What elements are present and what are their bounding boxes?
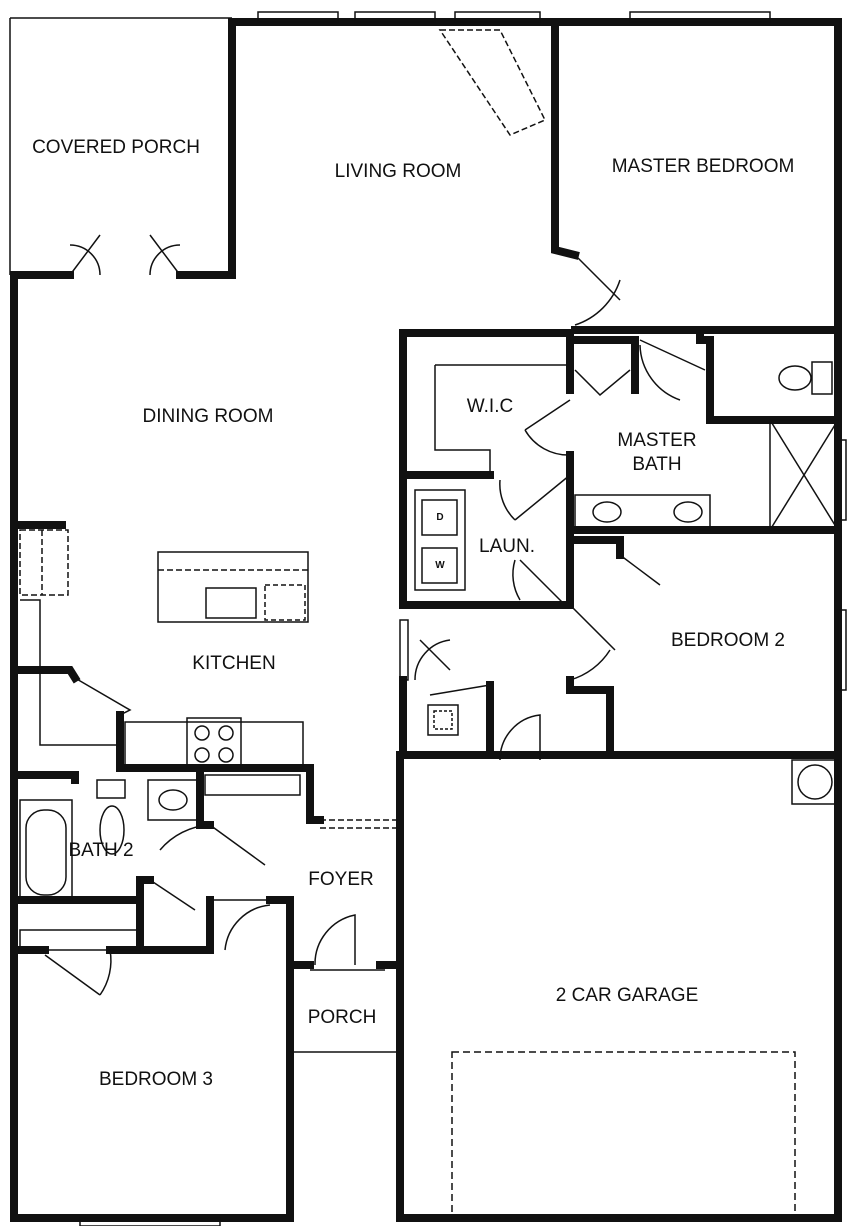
room-label-foyer: FOYER (308, 869, 374, 890)
washer-label: W (435, 560, 445, 571)
room-label-master-bath-1: MASTER (617, 430, 697, 451)
room-label-wic: W.I.C (466, 396, 514, 417)
room-label-dining-room: DINING ROOM (142, 406, 274, 427)
room-label-living-room: LIVING ROOM (334, 161, 462, 182)
room-label-laundry: LAUN. (479, 536, 535, 557)
dryer-label: D (436, 512, 444, 523)
room-label-covered-porch: COVERED PORCH (32, 137, 200, 158)
room-label-porch: PORCH (307, 1007, 377, 1028)
room-label-garage: 2 CAR GARAGE (555, 985, 699, 1006)
room-label-master-bedroom: MASTER BEDROOM (611, 156, 795, 177)
room-label-bedroom-3: BEDROOM 3 (98, 1069, 214, 1090)
room-label-master-bath-2: BATH (632, 454, 682, 475)
room-label-bedroom-2: BEDROOM 2 (670, 630, 786, 651)
room-label-bath-2: BATH 2 (68, 840, 134, 861)
room-label-kitchen: KITCHEN (192, 653, 276, 674)
fixtures (9, 11, 847, 1226)
walls (10, 18, 842, 1222)
